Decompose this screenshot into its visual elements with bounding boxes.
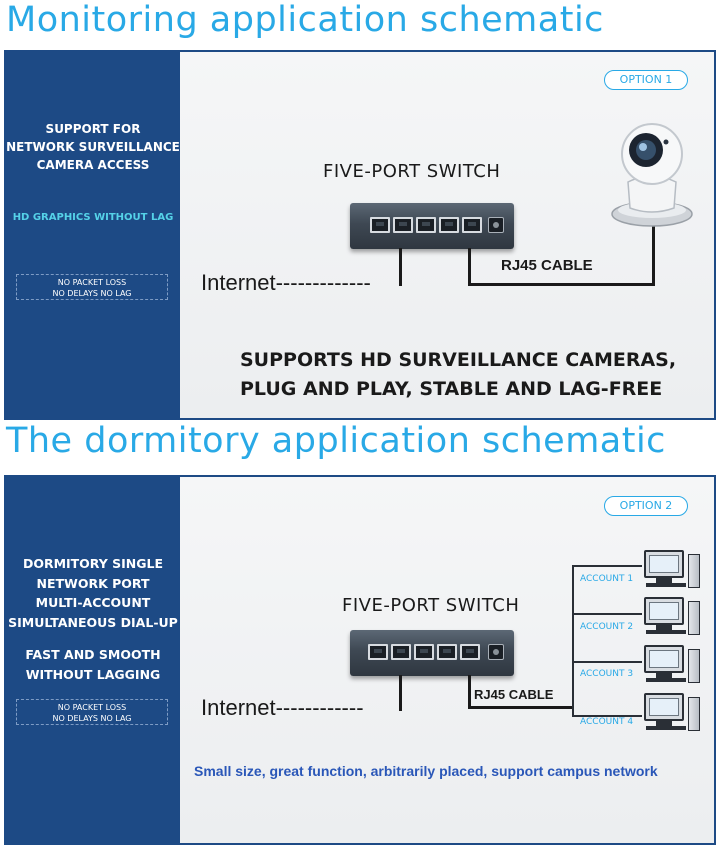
no-packet-loss-label-2: NO PACKET LOSS: [57, 703, 127, 712]
dormitory-sidebar-box: NO PACKET LOSS NO DELAYS NO LAG: [16, 699, 168, 725]
branch-line-3: [572, 661, 642, 663]
account-3-label: ACCOUNT 3: [580, 669, 634, 679]
branch-line-4: [572, 715, 642, 717]
monitoring-sidebar-title: SUPPORT FOR NETWORK SURVEILLANCE CAMERA …: [6, 122, 180, 172]
account-4-label: ACCOUNT 4: [580, 717, 634, 727]
dormitory-sidebar-subtitle: FAST AND SMOOTH WITHOUT LAGGING: [25, 647, 161, 682]
monitoring-sidebar: SUPPORT FOR NETWORK SURVEILLANCE CAMERA …: [6, 52, 180, 418]
cable-line-left: [468, 248, 471, 286]
dormitory-sidebar: DORMITORY SINGLE NETWORK PORT MULTI-ACCO…: [6, 477, 180, 843]
ethernet-switch-icon: [350, 203, 514, 249]
branch-line-2: [572, 613, 642, 615]
rj45-cable-label-2: RJ45 CABLE: [474, 687, 554, 702]
internet-line-vertical: [399, 248, 402, 286]
account-1-label: ACCOUNT 1: [580, 574, 634, 584]
dormitory-sidebar-title: DORMITORY SINGLE NETWORK PORT MULTI-ACCO…: [8, 556, 178, 630]
account-2-label: ACCOUNT 2: [580, 622, 634, 632]
cable-line-bottom-2: [468, 706, 574, 709]
desktop-computer-icon: [644, 693, 700, 733]
desktop-computer-icon: [644, 597, 700, 637]
camera-icon: [611, 123, 693, 227]
cable-line-bottom: [468, 283, 655, 286]
supports-text-line-2: PLUG AND PLAY, STABLE AND LAG-FREE: [240, 378, 663, 400]
cable-line-right: [652, 224, 655, 286]
monitoring-panel: SUPPORT FOR NETWORK SURVEILLANCE CAMERA …: [4, 50, 716, 420]
desktop-computer-icon: [644, 645, 700, 685]
no-delays-label-2: NO DELAYS NO LAG: [52, 714, 132, 723]
campus-caption: Small size, great function, arbitrarily …: [194, 763, 658, 779]
rj45-cable-label: RJ45 CABLE: [501, 257, 593, 274]
switch-title-2: FIVE-PORT SWITCH: [342, 595, 520, 616]
no-delays-label: NO DELAYS NO LAG: [52, 289, 132, 298]
internet-label: Internet-------------: [201, 270, 371, 295]
dormitory-diagram: OPTION 2 FIVE-PORT SWITCH Internet------…: [180, 477, 714, 843]
account-trunk-line: [572, 565, 574, 717]
ethernet-switch-icon-2: [350, 630, 514, 676]
option-2-badge: OPTION 2: [604, 496, 688, 516]
monitoring-sidebar-box: NO PACKET LOSS NO DELAYS NO LAG: [16, 274, 168, 300]
internet-line-vertical-2: [399, 675, 402, 711]
internet-label-2: Internet------------: [201, 695, 364, 720]
dormitory-panel: DORMITORY SINGLE NETWORK PORT MULTI-ACCO…: [4, 475, 716, 845]
switch-title-1: FIVE-PORT SWITCH: [323, 161, 501, 182]
option-1-badge: OPTION 1: [604, 70, 688, 90]
cable-line-left-2: [468, 675, 471, 709]
dormitory-heading: The dormitory application schematic: [6, 421, 666, 461]
monitoring-diagram: OPTION 1 FIVE-PORT SWITCH Internet------…: [180, 52, 714, 418]
monitoring-sidebar-subtitle: HD GRAPHICS WITHOUT LAG: [12, 212, 174, 223]
no-packet-loss-label: NO PACKET LOSS: [57, 278, 127, 287]
branch-line-1: [572, 565, 642, 567]
monitoring-heading: Monitoring application schematic: [6, 0, 604, 40]
supports-text-line-1: SUPPORTS HD SURVEILLANCE CAMERAS,: [240, 349, 677, 371]
desktop-computer-icon: [644, 550, 700, 590]
